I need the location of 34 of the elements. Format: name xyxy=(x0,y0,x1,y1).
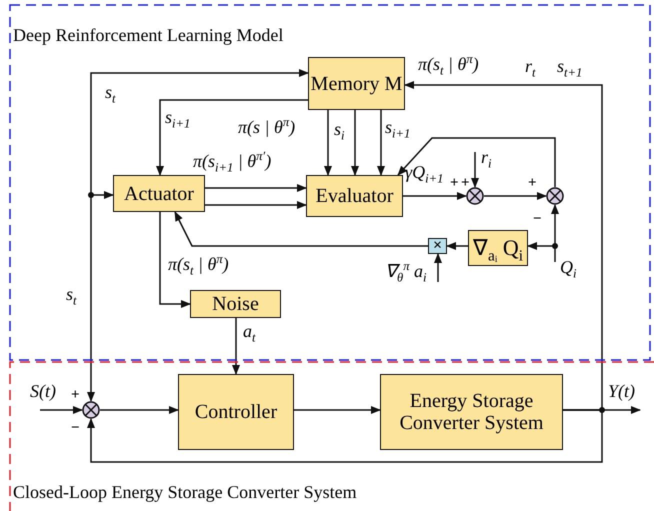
evaluator-block: Evaluator xyxy=(306,175,403,217)
converter-system-block: Energy Storage Converter System xyxy=(380,374,563,450)
edge-label: r$_{i}$ xyxy=(481,148,492,166)
edge-label: s$_{t}$ xyxy=(105,83,116,101)
sign-label: + xyxy=(528,176,537,191)
signal-label: r$_{t}$ xyxy=(525,57,536,75)
edge-label: γQ$_{i+1}$ xyxy=(405,163,444,181)
gradient-block: ∇$_{aᵢ}$ Q$_{i}$ xyxy=(468,230,528,266)
actuator-block: Actuator xyxy=(113,175,205,212)
multiplier-block: × xyxy=(428,238,447,254)
region-title: Closed-Loop Energy Storage Converter System xyxy=(13,482,357,503)
region-title: Deep Reinforcement Learning Model xyxy=(13,25,284,46)
edge-label: s$_{t}$ xyxy=(66,285,77,303)
edge-label: π(s$_{i+1}$ | θ$^{π′}$) xyxy=(193,152,272,170)
sign-label: + xyxy=(71,388,80,403)
sign-label: + xyxy=(450,176,459,191)
signal-label: π(s$_{t}$ | θ$^{π}$) xyxy=(418,55,479,73)
edge-label: π(s | θ$^{π}$) xyxy=(238,118,296,136)
edge-label: s$_{i+1}$ xyxy=(385,118,410,136)
edge-label: π(s$_{t}$ | θ$^{π}$) xyxy=(168,255,229,273)
noise-block: Noise xyxy=(190,290,281,318)
edge-label: S(t) xyxy=(30,382,56,400)
edge-label: s$_{i}$ xyxy=(334,120,345,138)
edge-label: s$_{i+1}$ xyxy=(165,108,190,126)
sign-label: + xyxy=(461,176,470,191)
edge-label: ∇$_{θ}$$^{π}$ a$_{i}$ xyxy=(385,262,426,280)
sign-label: − xyxy=(71,421,80,436)
signal-label: s$_{t+1}$ xyxy=(557,57,582,75)
sign-label: − xyxy=(533,212,542,227)
edge-label: Q$_{i}$ xyxy=(560,258,576,276)
edge-label: a$_{t}$ xyxy=(243,322,256,340)
memory-block: Memory M xyxy=(308,57,405,110)
controller-block: Controller xyxy=(178,374,294,450)
edge-label: Y(t) xyxy=(608,382,635,400)
